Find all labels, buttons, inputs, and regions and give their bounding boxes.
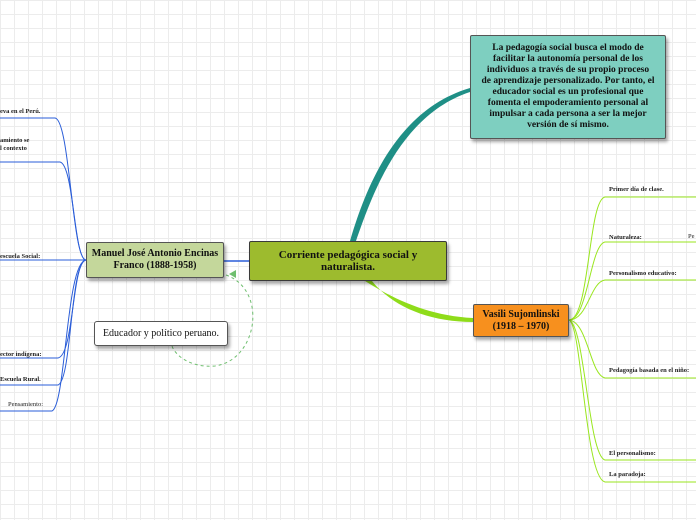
vasili-leaf-1-child[interactable]: Pe: [688, 233, 695, 240]
vasili-leaf-0[interactable]: Primer día de clase.: [609, 186, 664, 193]
vasili-leaf-5[interactable]: La paradoja:: [609, 471, 646, 478]
manuel-node-label: Manuel José Antonio Encinas Franco (1888…: [91, 248, 219, 271]
vasili-node-label: Vasili Sujomlinski (1918 – 1970): [482, 308, 560, 332]
manuel-branches: [0, 117, 87, 412]
arrow-dashed: [229, 270, 236, 278]
manuel-leaf-0[interactable]: eva en el Perú.: [0, 108, 41, 115]
manuel-leaf-3[interactable]: escuela Social:: [0, 253, 41, 260]
connector-central-vasili: [365, 281, 473, 322]
vasili-leaf-4[interactable]: El personalismo:: [609, 450, 656, 457]
vasili-leaf-2[interactable]: Personalismo educativo:: [609, 270, 677, 277]
connector-dashed-educador: [171, 274, 254, 367]
central-topic-label: Corriente pedagógica social y naturalist…: [278, 249, 418, 273]
pedagogia-social-node[interactable]: La pedagogía social busca el modo de fac…: [470, 35, 666, 139]
manuel-leaf-5[interactable]: Escuela Rural.: [0, 376, 41, 383]
vasili-leaf-1[interactable]: Naturaleza:: [609, 234, 642, 241]
vasili-node[interactable]: Vasili Sujomlinski (1918 – 1970): [473, 304, 569, 337]
vasili-leaf-3[interactable]: Pedagogía basada en el niño:: [609, 367, 690, 374]
manuel-leaf-6[interactable]: Pensamiento:: [8, 401, 44, 408]
manuel-leaf-1[interactable]: amiento se: [0, 137, 30, 144]
manuel-node[interactable]: Manuel José Antonio Encinas Franco (1888…: [86, 242, 224, 278]
pedagogia-social-text: La pedagogía social busca el modo de fac…: [481, 43, 655, 130]
central-topic[interactable]: Corriente pedagógica social y naturalist…: [249, 241, 447, 281]
educador-note[interactable]: Educador y político peruano.: [94, 321, 228, 346]
educador-note-label: Educador y político peruano.: [102, 328, 220, 339]
connector-central-pedagogia: [350, 88, 470, 241]
vasili-branches: [568, 196, 696, 483]
manuel-leaf-2[interactable]: l contexto: [0, 145, 27, 152]
manuel-leaf-4[interactable]: ector indígena:: [0, 351, 42, 358]
